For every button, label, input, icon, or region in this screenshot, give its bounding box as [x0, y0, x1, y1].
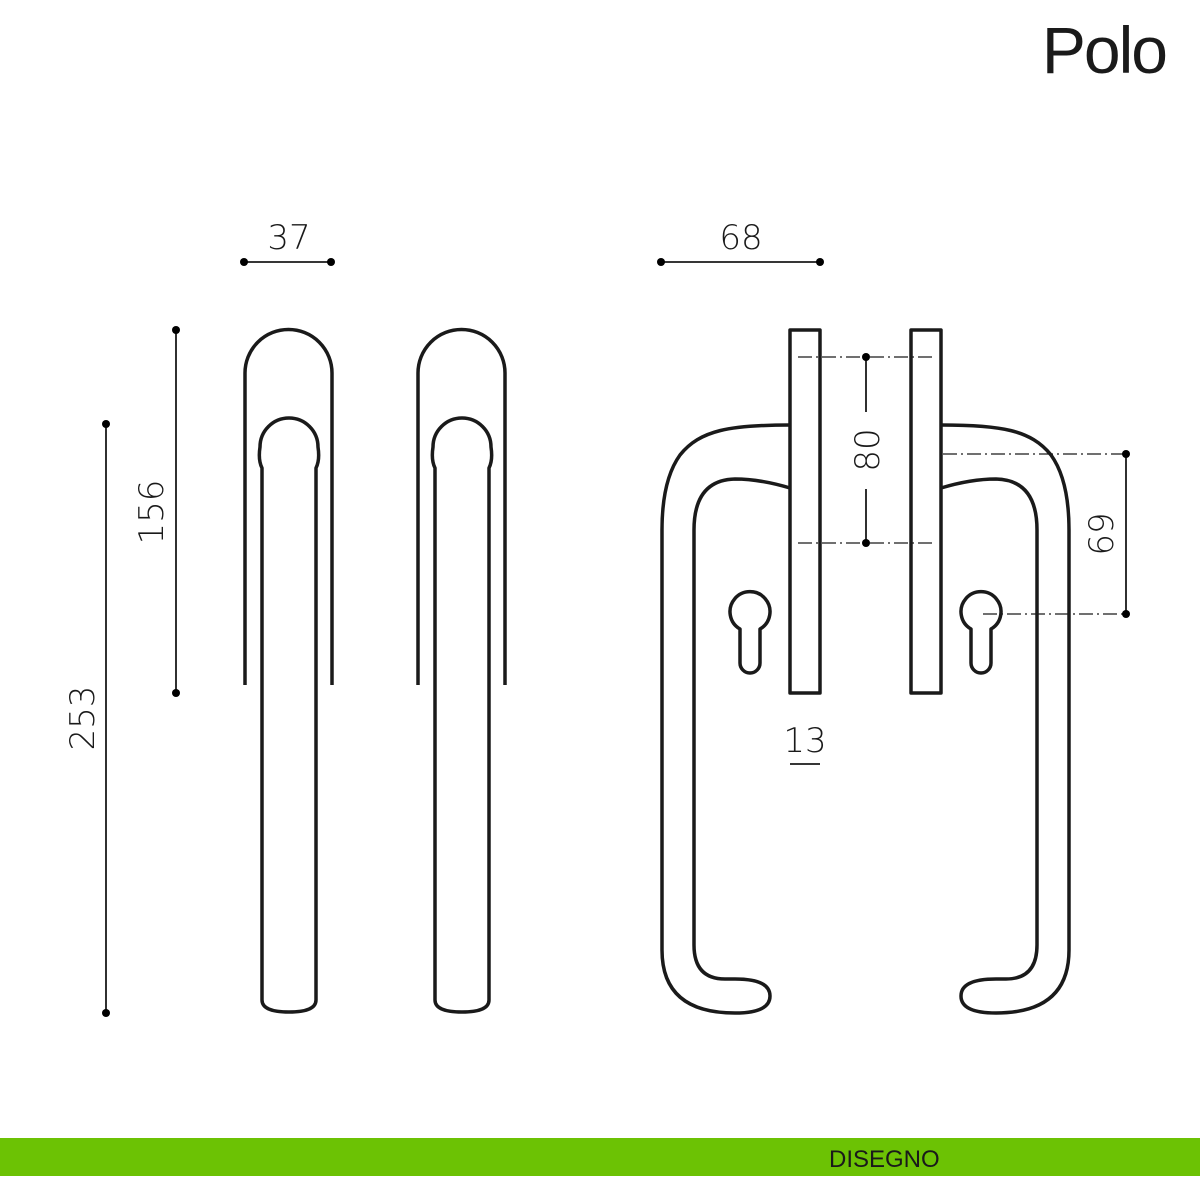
dim-label: 13: [783, 721, 826, 761]
plate-right: [909, 328, 943, 695]
handle-front-view-2: [416, 327, 507, 1014]
dim-253: 253: [63, 420, 110, 1017]
grip-outline: [257, 416, 321, 1014]
keyhole-icon: [959, 590, 1003, 675]
dim-13: 13: [783, 721, 827, 765]
dim-69: 69: [943, 450, 1130, 618]
backplate-outline: [243, 327, 334, 685]
dim-label: 156: [132, 480, 172, 545]
footer-label: DISEGNO: [829, 1146, 940, 1173]
handle-front-view-1: [243, 327, 334, 1014]
grip-outline: [430, 416, 494, 1014]
dim-label: 253: [63, 686, 103, 751]
lever-outline: [940, 423, 1071, 1015]
dim-label: 68: [719, 218, 762, 258]
dim-37: 37: [240, 218, 335, 266]
plate-left: [788, 328, 822, 695]
dim-label: 37: [267, 218, 310, 258]
product-title: Polo: [1041, 13, 1168, 87]
lever-outline: [660, 423, 791, 1015]
dim-68: 68: [657, 218, 824, 266]
dim-80: 80: [798, 353, 933, 547]
dim-label: 69: [1082, 512, 1122, 555]
lever-handle-right: [940, 423, 1071, 1015]
keyhole-icon: [728, 590, 772, 675]
footer-band: [0, 1138, 1200, 1176]
lever-handle-left: [660, 423, 791, 1015]
dim-156: 156: [132, 326, 180, 697]
dim-label: 80: [848, 428, 888, 471]
backplate-outline: [416, 327, 507, 685]
